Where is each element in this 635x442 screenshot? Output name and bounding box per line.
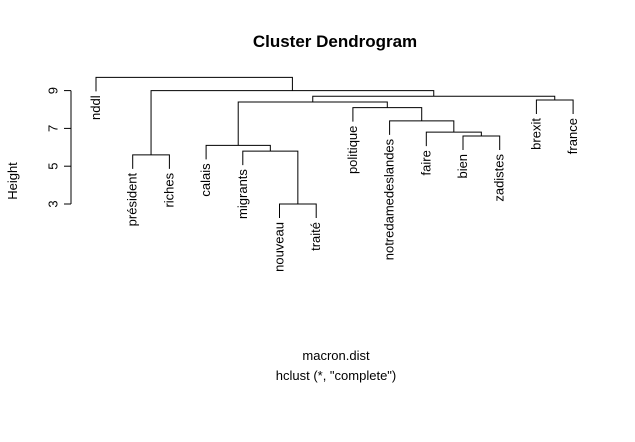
y-tick-label: 9 xyxy=(46,87,61,94)
leaf-label: brexit xyxy=(528,118,543,150)
dendrogram-link xyxy=(389,120,455,135)
leaf-label: migrants xyxy=(235,169,250,219)
leaf-labels: nddl président riches calais migrants nouveau… xyxy=(88,95,580,272)
leaf-label: nouveau xyxy=(272,222,287,272)
leaf-label: france xyxy=(565,118,580,154)
dendrogram-branches xyxy=(95,76,574,218)
y-tick-label: 7 xyxy=(46,125,61,132)
y-axis: 3 5 7 9 xyxy=(46,87,72,208)
y-axis-label: Height xyxy=(5,162,20,200)
dendrogram-link xyxy=(352,107,423,122)
leaf-label: faire xyxy=(418,150,433,175)
leaf-label: calais xyxy=(198,163,213,197)
y-tick-label: 3 xyxy=(46,200,61,207)
dendrogram-link xyxy=(205,144,271,160)
dendrogram-link xyxy=(132,154,170,169)
x-axis-label: macron.dist xyxy=(302,348,370,363)
leaf-label: bien xyxy=(455,154,470,179)
y-tick-label: 5 xyxy=(46,163,61,170)
dendrogram-link xyxy=(462,135,501,150)
dendrogram-link xyxy=(95,76,293,92)
leaf-label: notredamedeslandes xyxy=(382,138,397,260)
leaf-label: riches xyxy=(161,172,176,207)
dendrogram-link xyxy=(242,150,299,204)
dendrogram-link xyxy=(279,203,317,218)
dendrogram-link xyxy=(535,99,574,115)
dendrogram-link xyxy=(237,101,388,146)
leaf-label: nddl xyxy=(88,95,103,120)
method-subtitle: hclust (*, "complete") xyxy=(276,368,397,383)
leaf-label: politique xyxy=(345,126,360,174)
leaf-label: zadistes xyxy=(492,153,507,201)
leaf-label: traité xyxy=(308,222,323,251)
chart-title: Cluster Dendrogram xyxy=(253,32,417,51)
leaf-label: président xyxy=(125,172,140,226)
dendrogram-link xyxy=(425,131,482,147)
dendrogram-link xyxy=(312,95,556,102)
